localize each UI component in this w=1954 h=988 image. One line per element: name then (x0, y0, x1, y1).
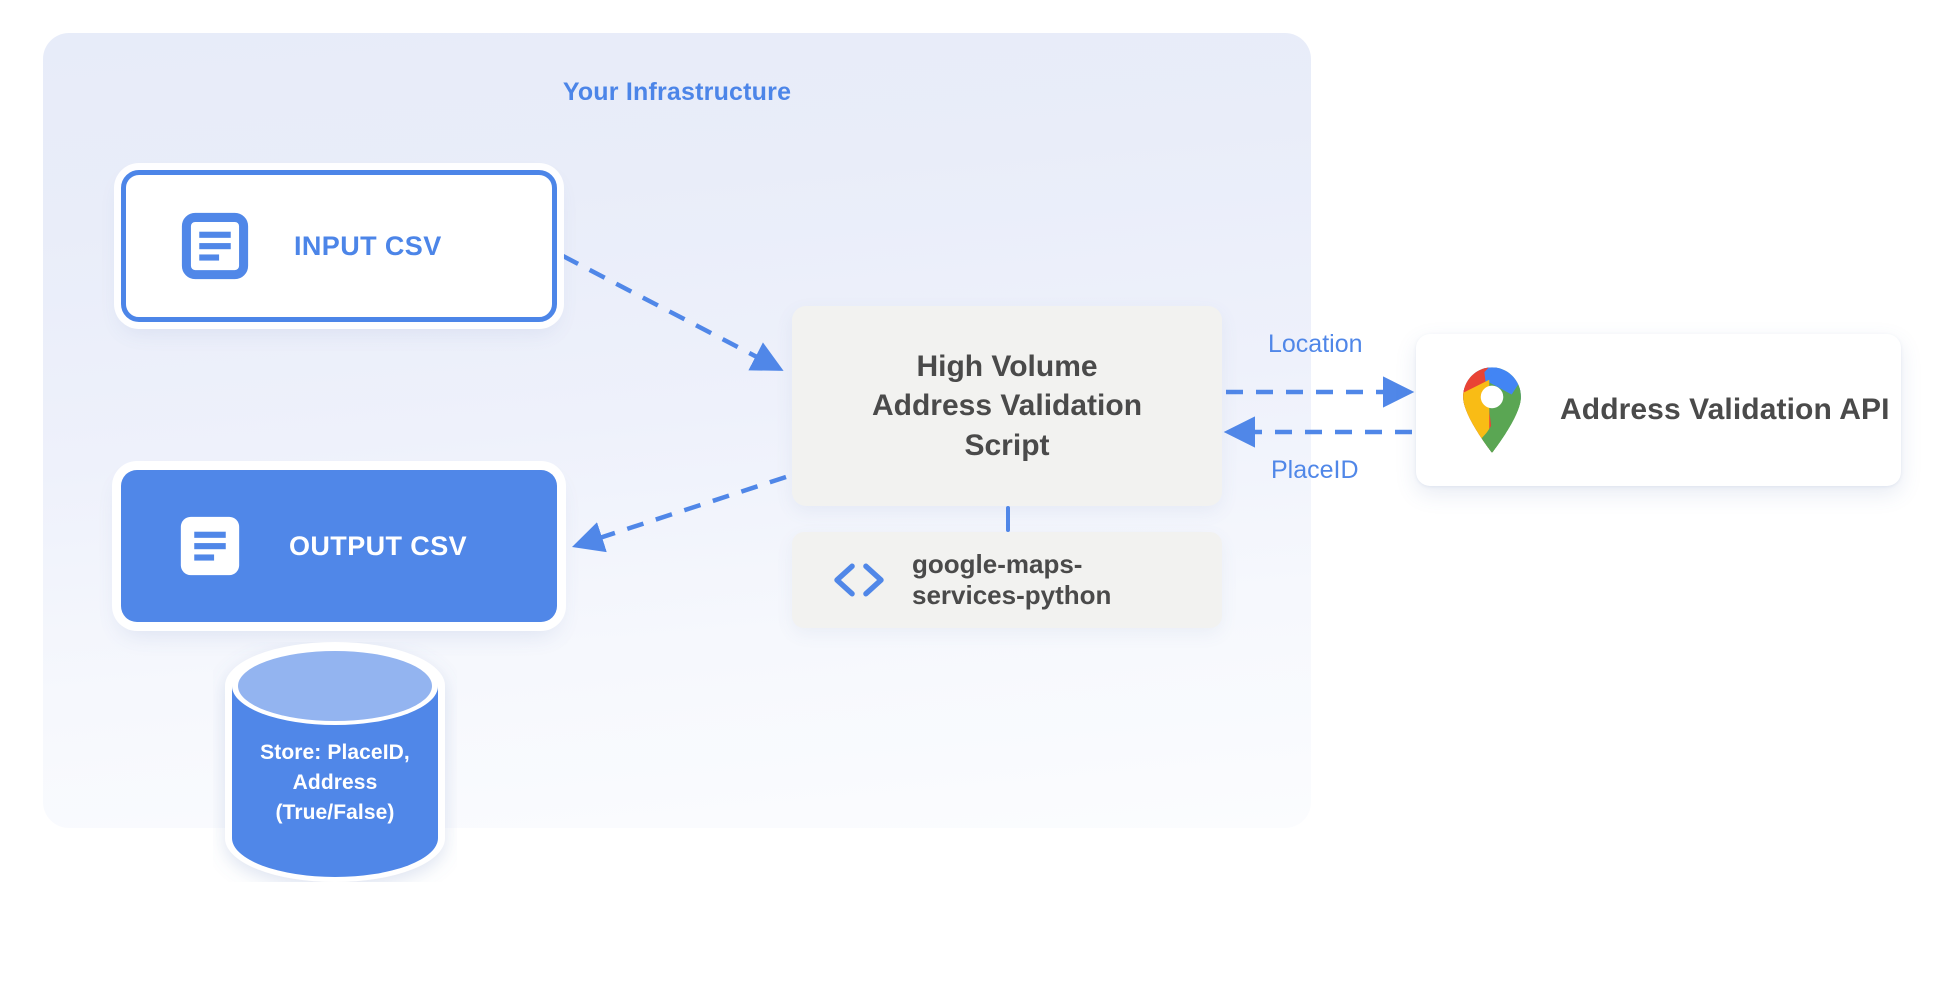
database-cylinder-icon (225, 642, 445, 882)
code-brackets-icon (834, 563, 884, 597)
script-library-connector (1006, 506, 1010, 532)
panel-title: Your Infrastructure (562, 78, 792, 106)
input-csv-label: INPUT CSV (294, 230, 442, 261)
script-line-1: High Volume (916, 350, 1098, 384)
node-input-csv[interactable]: INPUT CSV (121, 170, 557, 322)
api-label: Address Validation API (1560, 393, 1890, 426)
node-address-validation-api[interactable]: Address Validation API (1416, 334, 1901, 486)
node-validation-script[interactable]: High Volume Address Validation Script (792, 306, 1222, 506)
edge-label-placeid: PlaceID (1271, 456, 1359, 484)
library-line-2: services-python (912, 580, 1112, 610)
edge-label-location: Location (1268, 330, 1363, 358)
node-client-library[interactable]: google-maps- services-python (792, 532, 1222, 628)
library-label: google-maps- services-python (912, 549, 1111, 611)
document-icon (181, 212, 249, 280)
script-line-2: Address Validation (871, 389, 1143, 423)
output-csv-label: OUTPUT CSV (289, 530, 468, 561)
node-datastore[interactable]: Store: PlaceID, Address (True/False) (213, 642, 457, 882)
library-line-1: google-maps- (912, 548, 1083, 579)
document-icon (180, 516, 240, 576)
node-output-csv[interactable]: OUTPUT CSV (121, 470, 557, 622)
google-maps-pin-icon (1463, 367, 1521, 453)
script-line-3: Script (964, 428, 1050, 462)
